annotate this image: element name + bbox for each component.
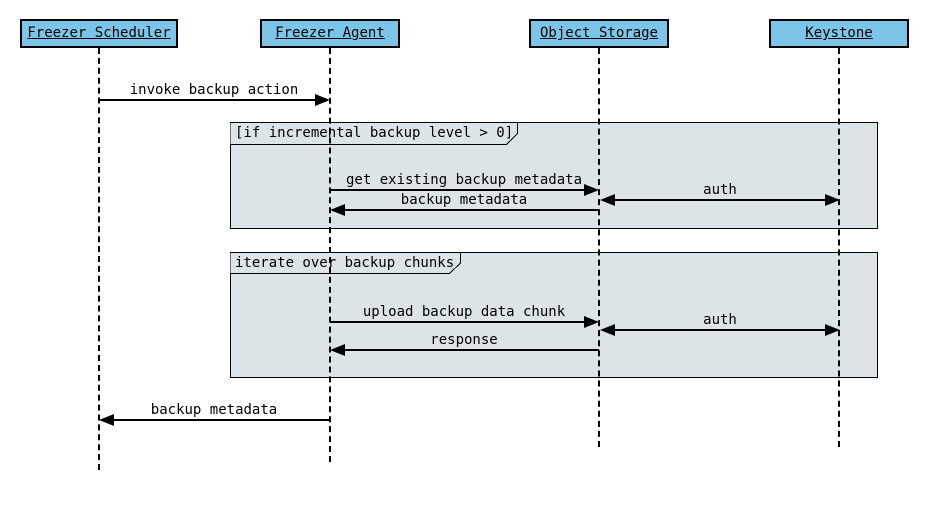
- message-line: [613, 199, 827, 201]
- arrowhead-right: [315, 94, 330, 106]
- actor-label: Keystone: [805, 25, 873, 41]
- message-line: [114, 419, 330, 421]
- actor-label: Freezer Agent: [275, 25, 385, 41]
- message-line: [345, 209, 599, 211]
- arrowhead-right: [584, 184, 599, 196]
- message-label: upload backup data chunk: [362, 304, 566, 320]
- actor-label: Freezer Scheduler: [27, 25, 171, 41]
- message-label: auth: [703, 182, 737, 198]
- actor-label: Object Storage: [539, 25, 658, 41]
- arrowhead-right: [825, 324, 840, 336]
- arrowhead-left: [600, 194, 615, 206]
- actor-freezer-scheduler: Freezer Scheduler: [20, 19, 178, 48]
- actor-keystone: Keystone: [769, 19, 909, 48]
- message-label: auth: [703, 312, 737, 328]
- frame-label-iterate-chunks: iterate over backup chunks: [230, 252, 461, 274]
- lifeline-freezer-agent: [329, 48, 331, 462]
- lifeline-keystone: [838, 48, 840, 447]
- lifeline-freezer-scheduler: [98, 48, 100, 470]
- message-line: [330, 189, 585, 191]
- message-line: [613, 329, 827, 331]
- message-line: [330, 321, 585, 323]
- message-line: [345, 349, 599, 351]
- frame-tab-shape: [230, 122, 518, 145]
- message-label: invoke backup action: [129, 82, 299, 98]
- message-line: [99, 99, 316, 101]
- arrowhead-left: [99, 414, 114, 426]
- message-label: response: [430, 332, 498, 348]
- lifeline-object-storage: [598, 48, 600, 447]
- frame-label-text: [if incremental backup level > 0]: [235, 125, 514, 141]
- actor-freezer-agent: Freezer Agent: [260, 19, 400, 48]
- arrowhead-right: [584, 316, 599, 328]
- message-label: get existing backup metadata: [345, 172, 583, 188]
- frame-label-if-incremental: [if incremental backup level > 0]: [230, 122, 518, 145]
- frame-label-text: iterate over backup chunks: [235, 255, 455, 271]
- arrowhead-right: [825, 194, 840, 206]
- arrowhead-left: [330, 344, 345, 356]
- arrowhead-left: [600, 324, 615, 336]
- message-label: backup metadata: [150, 402, 278, 418]
- actor-object-storage: Object Storage: [529, 19, 669, 48]
- frame-tab-shape: [230, 252, 461, 274]
- message-label: backup metadata: [400, 192, 528, 208]
- arrowhead-left: [330, 204, 345, 216]
